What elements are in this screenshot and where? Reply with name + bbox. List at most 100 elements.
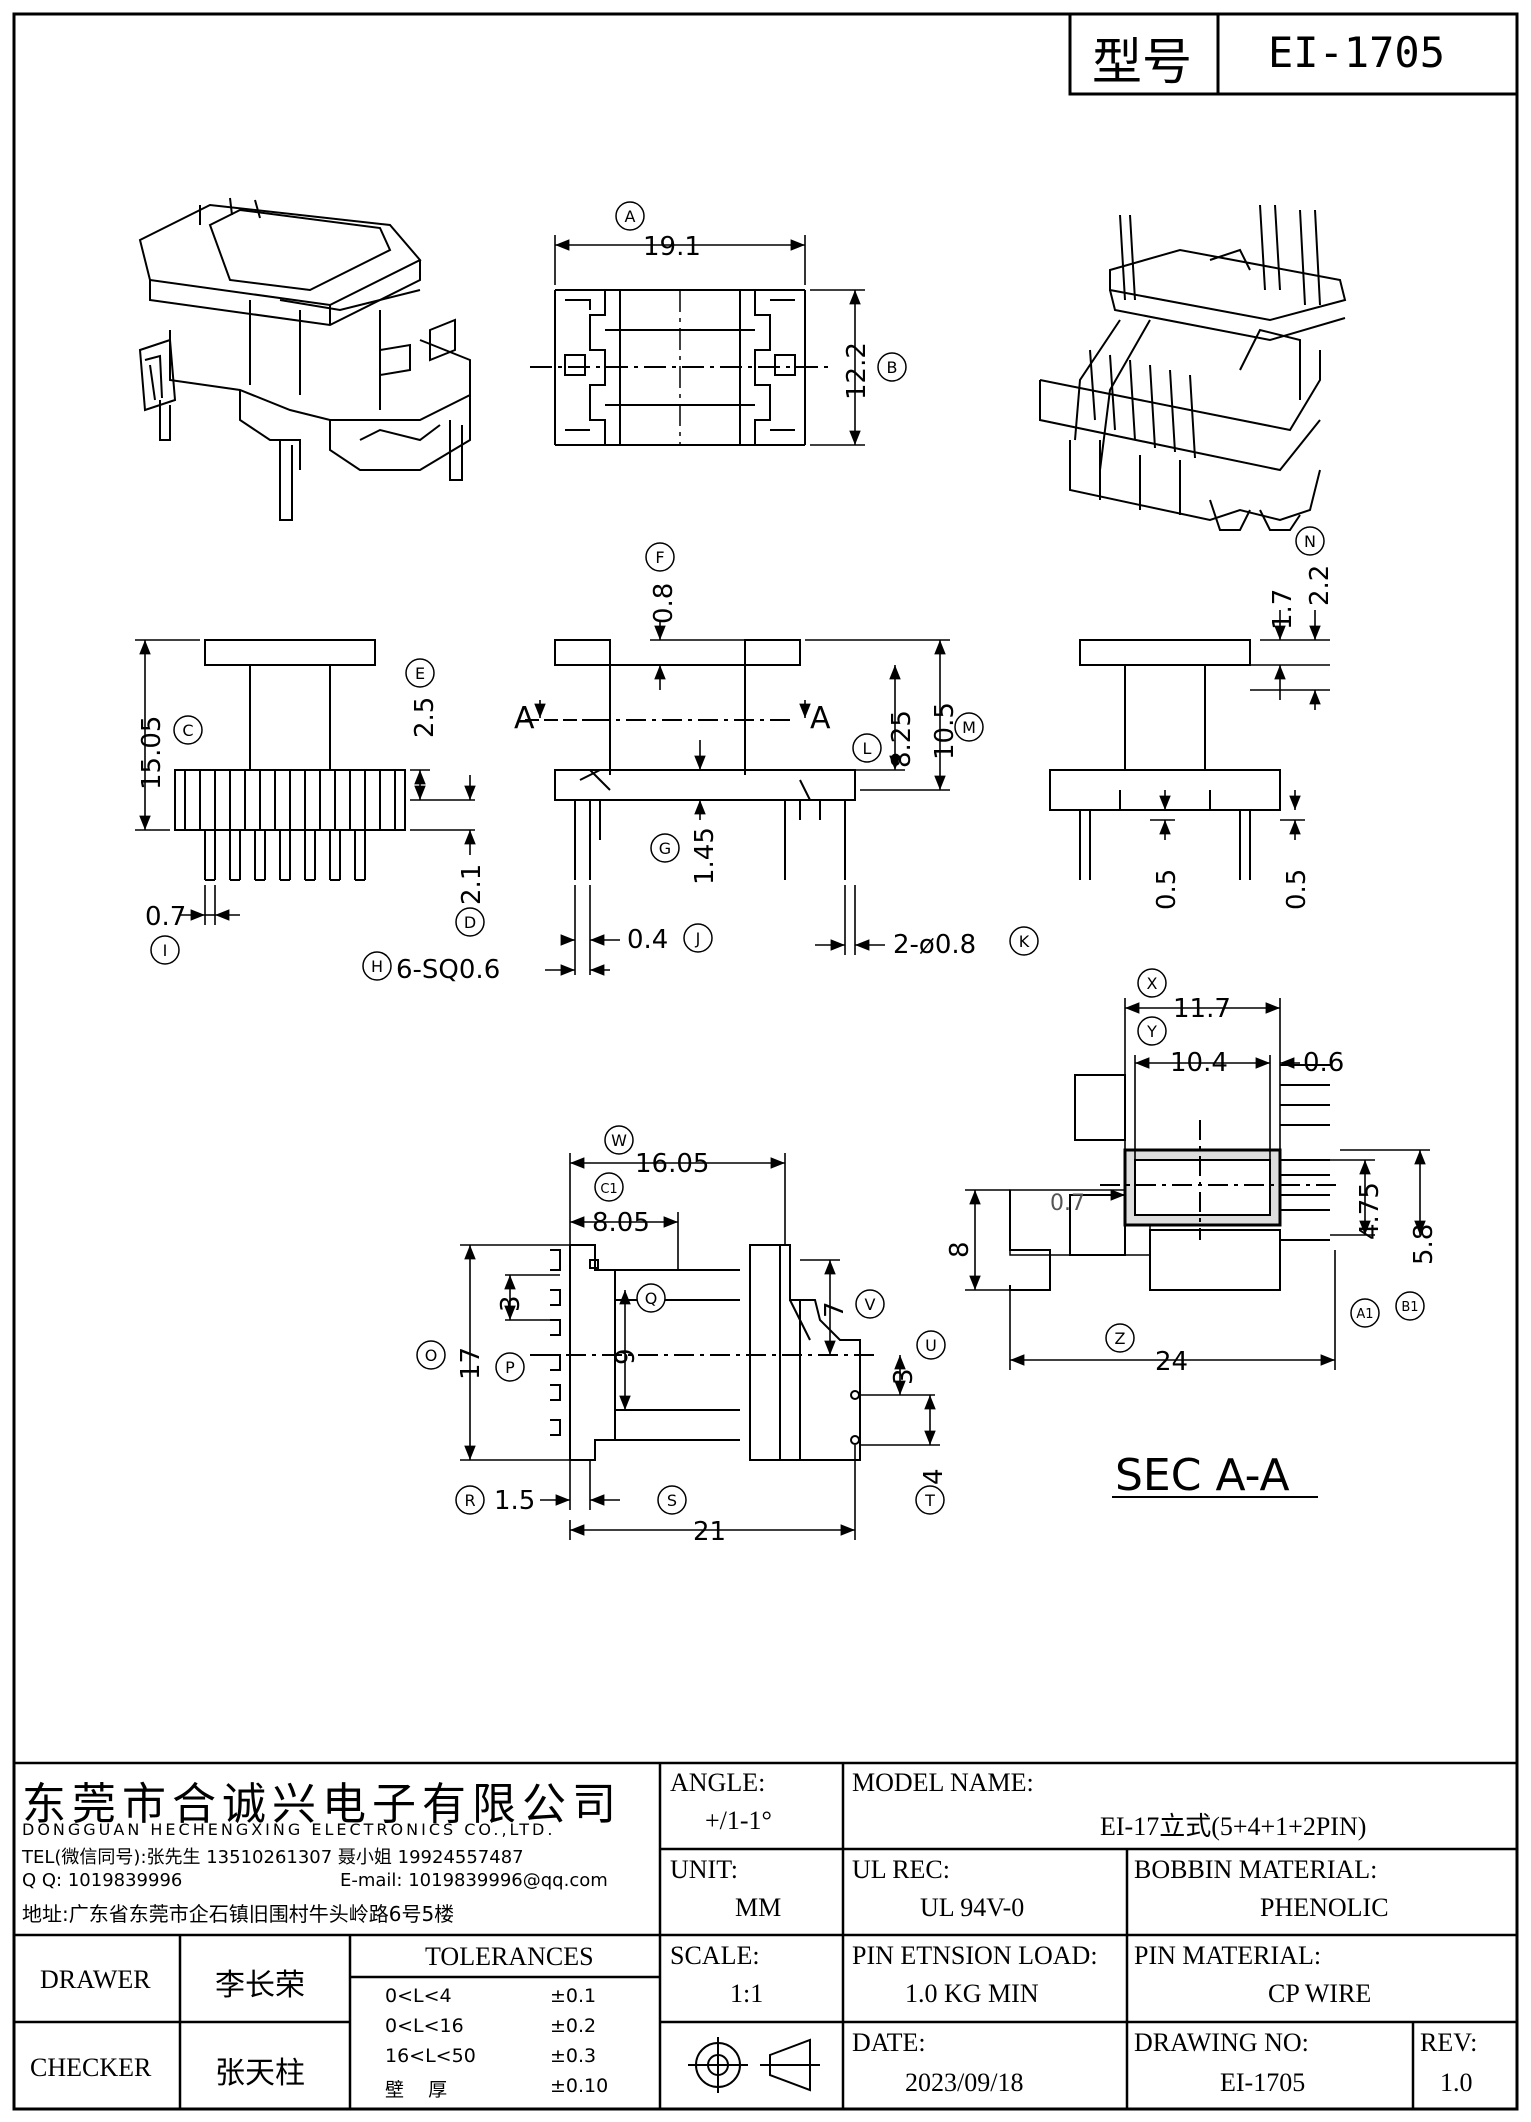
checker-label: CHECKER <box>30 2053 152 2082</box>
tolerance-range: 壁 厚 <box>385 2079 448 2101</box>
dim-t: 4 <box>919 1468 949 1485</box>
tolerance-range: 16<L<50 <box>385 2045 476 2067</box>
circle-g: G <box>659 839 671 858</box>
circle-b1: B1 <box>1401 1300 1418 1315</box>
type-label: 型号 <box>1092 33 1192 91</box>
dim-k: 2-ø0.8 <box>893 930 976 960</box>
dimension-lines <box>135 235 1430 1540</box>
dim-n: 2.2 <box>1305 565 1335 606</box>
dimension-values: 19.1 12.2 15.05 2.5 2.1 0.7 0.8 8.25 10.… <box>137 232 1439 1547</box>
dim-b1: 5.8 <box>1409 1224 1439 1265</box>
top-view <box>530 289 830 446</box>
contact-tel: TEL(微信同号):张先生 13510261307 聂小姐 1992455748… <box>22 1847 524 1868</box>
dim-h8: 8 <box>945 1241 975 1258</box>
circle-n: N <box>1304 532 1316 551</box>
tolerance-value: ±0.10 <box>550 2075 609 2097</box>
contact-qq: Q Q: 1019839996 <box>22 1870 183 1891</box>
dim-f: 0.8 <box>649 583 679 624</box>
pin-load-label: PIN ETNSION LOAD: <box>852 1941 1098 1970</box>
dim-s: 21 <box>693 1517 726 1547</box>
section-marker-left: A <box>514 701 535 736</box>
circle-m: M <box>962 718 976 737</box>
drawer-name: 李长荣 <box>215 1968 305 2003</box>
pin-material-label: PIN MATERIAL: <box>1134 1941 1322 1970</box>
circle-w: W <box>611 1131 627 1150</box>
dim-z: 24 <box>1155 1347 1188 1377</box>
circle-e: E <box>415 664 425 683</box>
dim-r: 1.5 <box>494 1486 535 1516</box>
dim-c: 15.05 <box>137 716 167 790</box>
dim-d: 2.1 <box>457 864 487 905</box>
circle-h: H <box>371 957 383 976</box>
circle-d: D <box>464 913 476 932</box>
dim-u: 3 <box>889 1368 919 1385</box>
dim-q: 9 <box>611 1348 641 1365</box>
date-value: 2023/09/18 <box>905 2068 1024 2097</box>
circle-t: T <box>924 1491 935 1510</box>
scale-label: SCALE: <box>670 1941 760 1970</box>
tolerances-title: TOLERANCES <box>425 1942 594 1971</box>
page-border <box>12 12 1519 2111</box>
pin-load-value: 1.0 KG MIN <box>905 1979 1039 2008</box>
date-label: DATE: <box>852 2028 926 2057</box>
dim-c1: 8.05 <box>592 1208 650 1238</box>
dim-half-b: 0.5 <box>1282 869 1312 910</box>
circle-l: L <box>863 739 872 758</box>
drawer-label: DRAWER <box>40 1965 151 1994</box>
dim-half-a: 0.5 <box>1152 869 1182 910</box>
tolerance-value: ±0.3 <box>550 2045 597 2067</box>
angle-label: ANGLE: <box>670 1768 766 1797</box>
unit-label: UNIT: <box>670 1855 739 1884</box>
bobbin-value: PHENOLIC <box>1260 1893 1389 1922</box>
dim-v: 7 <box>820 1301 850 1318</box>
dim-x: 11.7 <box>1173 994 1231 1024</box>
circle-i: I <box>163 941 168 960</box>
dim-wall: 0.7 <box>1050 1191 1085 1216</box>
circle-o: O <box>425 1346 438 1365</box>
dim-y2: 0.6 <box>1303 1048 1344 1078</box>
model-label: MODEL NAME: <box>852 1768 1034 1797</box>
dim-w: 16.05 <box>635 1149 709 1179</box>
part-number: EI-1705 <box>1268 28 1446 77</box>
unit-value: MM <box>735 1893 782 1922</box>
circle-z: Z <box>1115 1329 1126 1348</box>
ul-value: UL 94V-0 <box>920 1893 1025 1922</box>
contact-email: E-mail: 1019839996@qq.com <box>340 1870 608 1891</box>
dim-b: 12.2 <box>842 342 872 400</box>
side-view <box>525 639 856 880</box>
dim-n2: 1.7 <box>1268 589 1298 630</box>
circle-b: B <box>887 358 898 377</box>
circle-v: V <box>865 1295 876 1314</box>
circle-p: P <box>505 1358 515 1377</box>
circle-c: C <box>182 721 193 740</box>
bobbin-label: BOBBIN MATERIAL: <box>1134 1855 1378 1884</box>
scale-value: 1:1 <box>730 1979 764 2008</box>
circle-u: U <box>925 1336 937 1355</box>
projection-symbol-icon <box>688 2037 820 2093</box>
dim-e: 2.5 <box>410 697 440 738</box>
rev-value: 1.0 <box>1440 2068 1473 2097</box>
end-view <box>1049 639 1281 880</box>
tolerance-value: ±0.1 <box>550 1985 597 2007</box>
dim-a: 19.1 <box>643 232 701 262</box>
isometric-view-left <box>138 197 471 521</box>
company-name-en: DONGGUAN HECHENGXING ELECTRONICS CO.,LTD… <box>22 1820 556 1839</box>
dim-p: 3 <box>496 1295 526 1312</box>
dim-l: 8.25 <box>887 710 917 768</box>
label-circles <box>150 201 1425 1515</box>
circle-x: X <box>1147 974 1158 993</box>
dim-g: 1.45 <box>690 827 720 885</box>
circle-c1: C1 <box>600 1182 617 1197</box>
dim-o: 17 <box>456 1347 486 1380</box>
section-marker-right: A <box>810 701 831 736</box>
ul-label: UL REC: <box>852 1855 950 1884</box>
tolerance-range: 0<L<16 <box>385 2015 464 2037</box>
circle-a1: A1 <box>1356 1307 1373 1322</box>
tolerance-range: 0<L<4 <box>385 1985 452 2007</box>
angle-value: +/1-1° <box>705 1806 772 1835</box>
rev-label: REV: <box>1420 2028 1478 2057</box>
section-a-a <box>1009 1064 1340 1291</box>
drawing-no-value: EI-1705 <box>1220 2068 1306 2097</box>
dim-a1: 4.75 <box>1355 1182 1385 1240</box>
circle-f: F <box>655 548 664 567</box>
